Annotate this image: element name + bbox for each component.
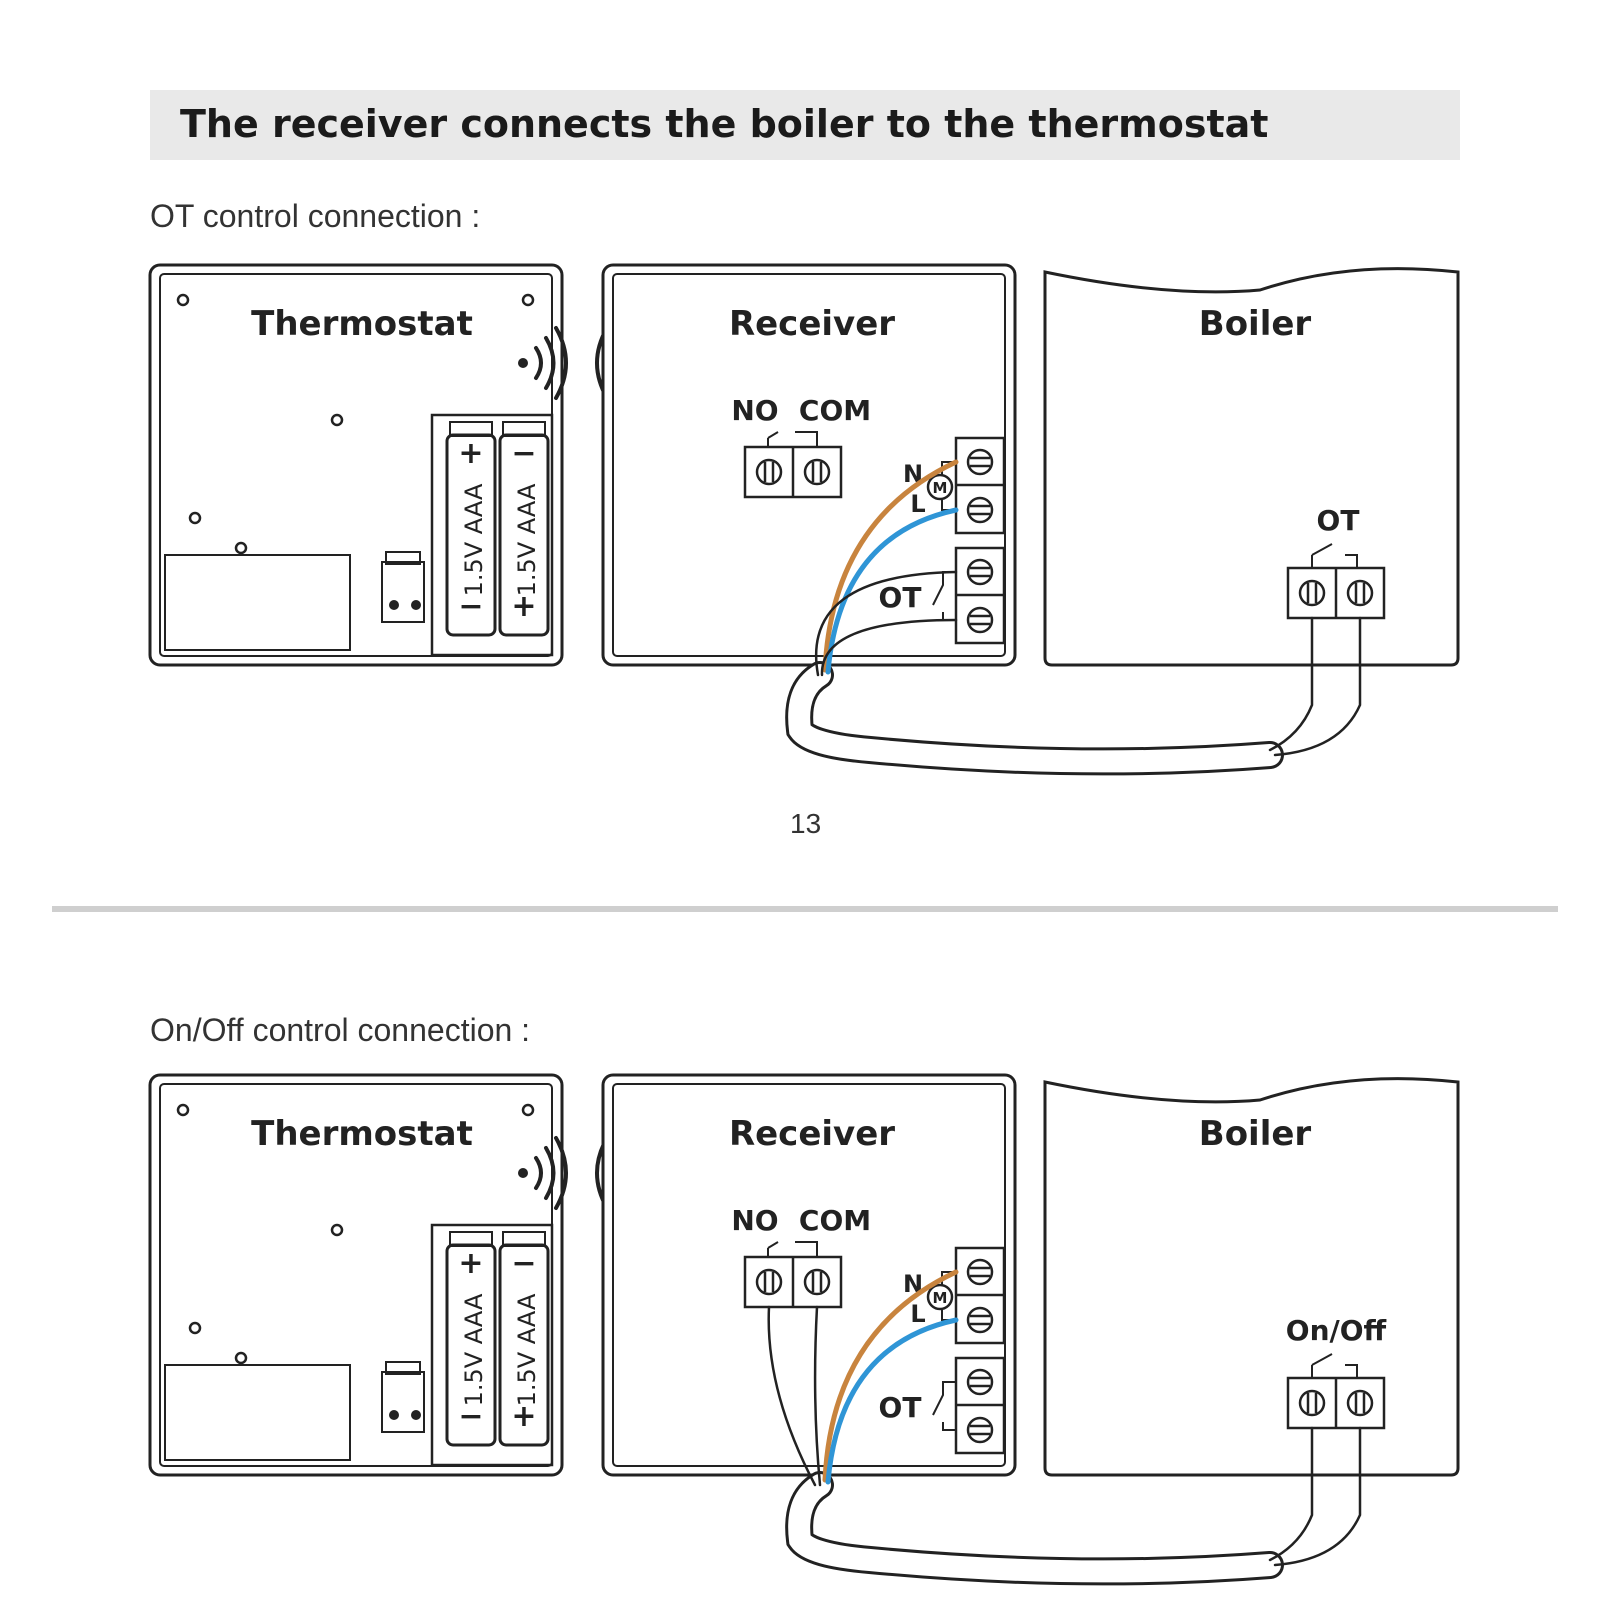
no-terminal-label: NO: [731, 1204, 778, 1237]
onoff-wiring-diagram: Thermostat + − − + 1.5V AAA 1.5V AAA Rec…: [148, 1073, 1460, 1586]
ot-terminal-label: OT: [879, 581, 922, 614]
battery-plus-right: +: [511, 1399, 536, 1434]
cable-bundle: [767, 1269, 1362, 1586]
page-heading: The receiver connects the boiler to the …: [180, 102, 1269, 146]
thermostat-unit: Thermostat + − − + 1.5V AAA 1.5V AAA: [148, 1073, 564, 1477]
thermostat-title: Thermostat: [251, 1114, 473, 1154]
onoff-section-label: On/Off control connection :: [150, 1012, 531, 1048]
boiler-terminal-label: On/Off: [1286, 1314, 1387, 1347]
boiler-unit: Boiler OT: [1043, 267, 1460, 667]
battery-plus-left: +: [458, 1246, 483, 1281]
battery-minus-left: −: [458, 1399, 483, 1434]
heading-bar: The receiver connects the boiler to the …: [150, 90, 1460, 160]
boiler-title: Boiler: [1199, 1114, 1312, 1154]
com-terminal-label: COM: [799, 1204, 871, 1237]
com-terminal-label: COM: [799, 394, 871, 427]
motor-symbol: M: [933, 1289, 948, 1307]
l-terminal-label: L: [910, 1300, 925, 1328]
boiler-terminal-label: OT: [1317, 504, 1360, 537]
ot-wiring-diagram: Thermostat + − − + 1.5V AAA 1.5V AAA Rec…: [148, 263, 1460, 776]
boiler-title: Boiler: [1199, 304, 1312, 344]
page-number: 13: [790, 808, 822, 839]
battery-minus-left: −: [458, 589, 483, 624]
receiver-title: Receiver: [729, 304, 895, 344]
page-divider: [52, 906, 1558, 912]
motor-symbol: M: [933, 479, 948, 497]
l-terminal-label: L: [910, 490, 925, 518]
receiver-unit: Receiver NO COM M N L OT: [601, 1073, 1017, 1477]
battery-label: 1.5V AAA: [460, 1293, 488, 1406]
battery-minus-right: −: [511, 436, 536, 471]
battery-minus-right: −: [511, 1246, 536, 1281]
battery-plus-left: +: [458, 436, 483, 471]
battery-label: 1.5V AAA: [513, 1293, 541, 1406]
receiver-unit: Receiver NO COM M N L OT: [601, 263, 1017, 667]
battery-plus-right: +: [511, 589, 536, 624]
battery-label: 1.5V AAA: [513, 483, 541, 596]
ot-section-label: OT control connection :: [150, 198, 481, 234]
boiler-unit: Boiler On/Off: [1043, 1077, 1460, 1477]
ot-terminal-label: OT: [879, 1391, 922, 1424]
cable-bundle: [785, 459, 1362, 776]
thermostat-title: Thermostat: [251, 304, 473, 344]
thermostat-unit: Thermostat + − − + 1.5V AAA 1.5V AAA: [148, 263, 564, 667]
battery-label: 1.5V AAA: [460, 483, 488, 596]
no-terminal-label: NO: [731, 394, 778, 427]
receiver-title: Receiver: [729, 1114, 895, 1154]
